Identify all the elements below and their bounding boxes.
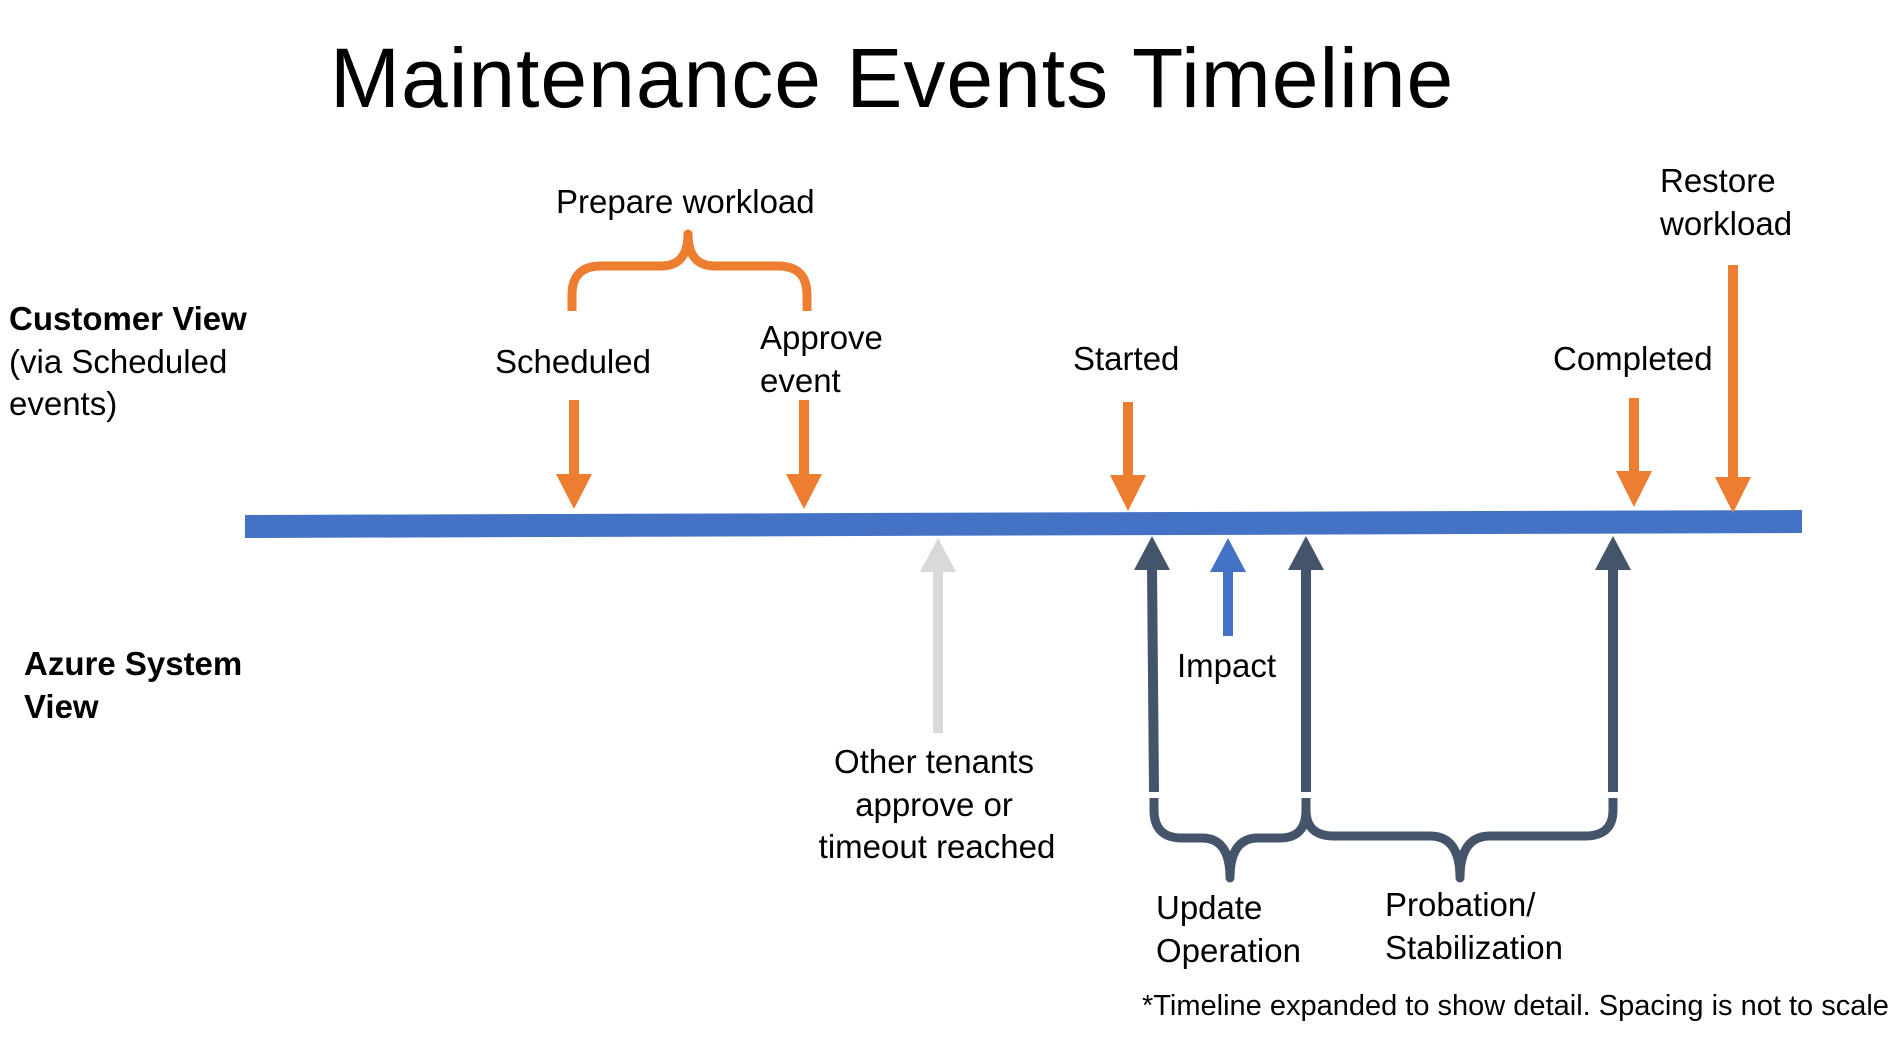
completed-arrow (1616, 398, 1652, 507)
customer-view-sub-1: (via Scheduled (9, 343, 228, 380)
other-tenants-label-2: approve or (855, 786, 1013, 823)
update-operation-label-1: Update (1156, 889, 1263, 926)
started-arrow (1110, 402, 1146, 511)
other-tenants-label-3: timeout reached (818, 828, 1056, 865)
update-end-arrow (1288, 536, 1324, 792)
timeline-bar (245, 510, 1802, 538)
footnote: *Timeline expanded to show detail. Spaci… (1142, 990, 1889, 1022)
other-tenants-arrow (920, 538, 956, 733)
customer-view-sub-2: events) (9, 385, 118, 422)
impact-label: Impact (1177, 647, 1277, 684)
restore-workload-arrow (1715, 265, 1751, 513)
completed-label: Completed (1553, 340, 1713, 377)
probation-end-arrow (1595, 536, 1631, 792)
scheduled-label: Scheduled (495, 343, 651, 380)
prepare-workload-brace (567, 229, 812, 311)
update-operation-brace (1149, 798, 1311, 883)
azure-view-heading-1: Azure System (24, 645, 243, 682)
customer-view-heading: Customer View (9, 300, 247, 337)
approve-label-1: Approve (760, 319, 883, 356)
other-tenants-label-1: Other tenants (834, 743, 1034, 780)
update-start-arrow (1134, 536, 1170, 793)
update-operation-label-2: Operation (1156, 932, 1301, 969)
impact-arrow (1210, 538, 1246, 636)
scheduled-arrow (556, 400, 592, 509)
probation-brace (1301, 798, 1618, 883)
restore-label-2: workload (1660, 205, 1793, 242)
approve-event-arrow (786, 400, 822, 509)
azure-view-heading-2: View (24, 688, 99, 725)
probation-label-1: Probation/ (1385, 886, 1536, 923)
started-label: Started (1073, 340, 1180, 377)
restore-label-1: Restore (1660, 162, 1776, 199)
probation-label-2: Stabilization (1385, 929, 1563, 966)
prepare-workload-label: Prepare workload (556, 183, 815, 220)
approve-label-2: event (760, 362, 841, 399)
diagram-title: Maintenance Events Timeline (330, 31, 1455, 125)
